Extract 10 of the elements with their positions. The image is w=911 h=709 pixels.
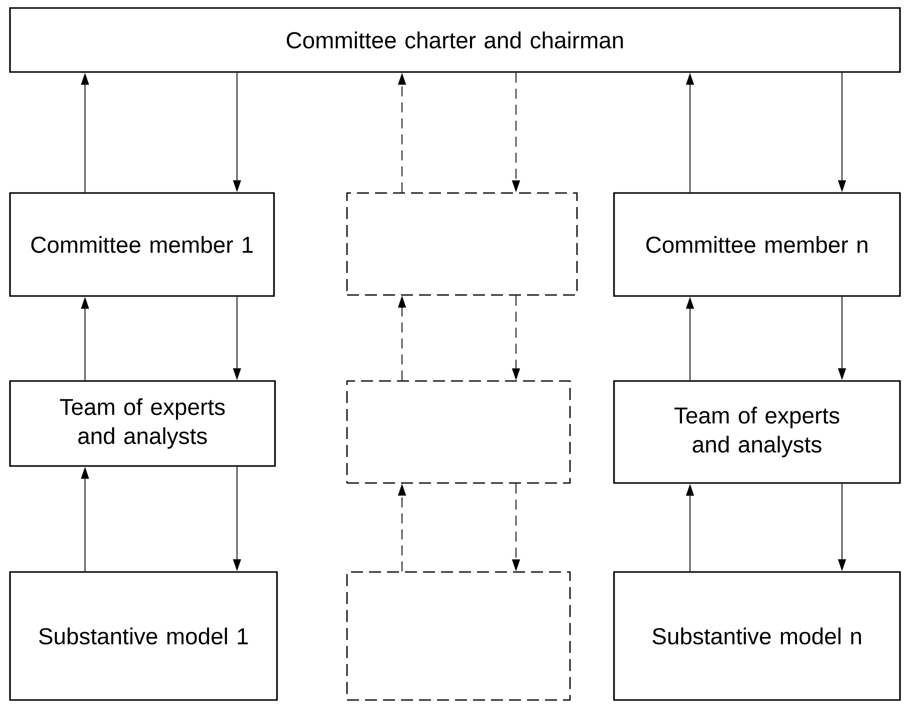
process-box: Substantive model n bbox=[613, 571, 901, 701]
process-box: Committee charter and chairman bbox=[9, 7, 901, 73]
empty-box bbox=[346, 192, 578, 296]
process-box: Substantive model 1 bbox=[9, 571, 278, 701]
empty-box bbox=[346, 571, 571, 701]
empty-box bbox=[346, 380, 571, 484]
process-box: Team of experts and analysts bbox=[613, 380, 901, 484]
process-box: Committee member n bbox=[613, 192, 901, 297]
process-box: Team of experts and analysts bbox=[9, 380, 276, 467]
process-box: Committee member 1 bbox=[9, 192, 275, 297]
